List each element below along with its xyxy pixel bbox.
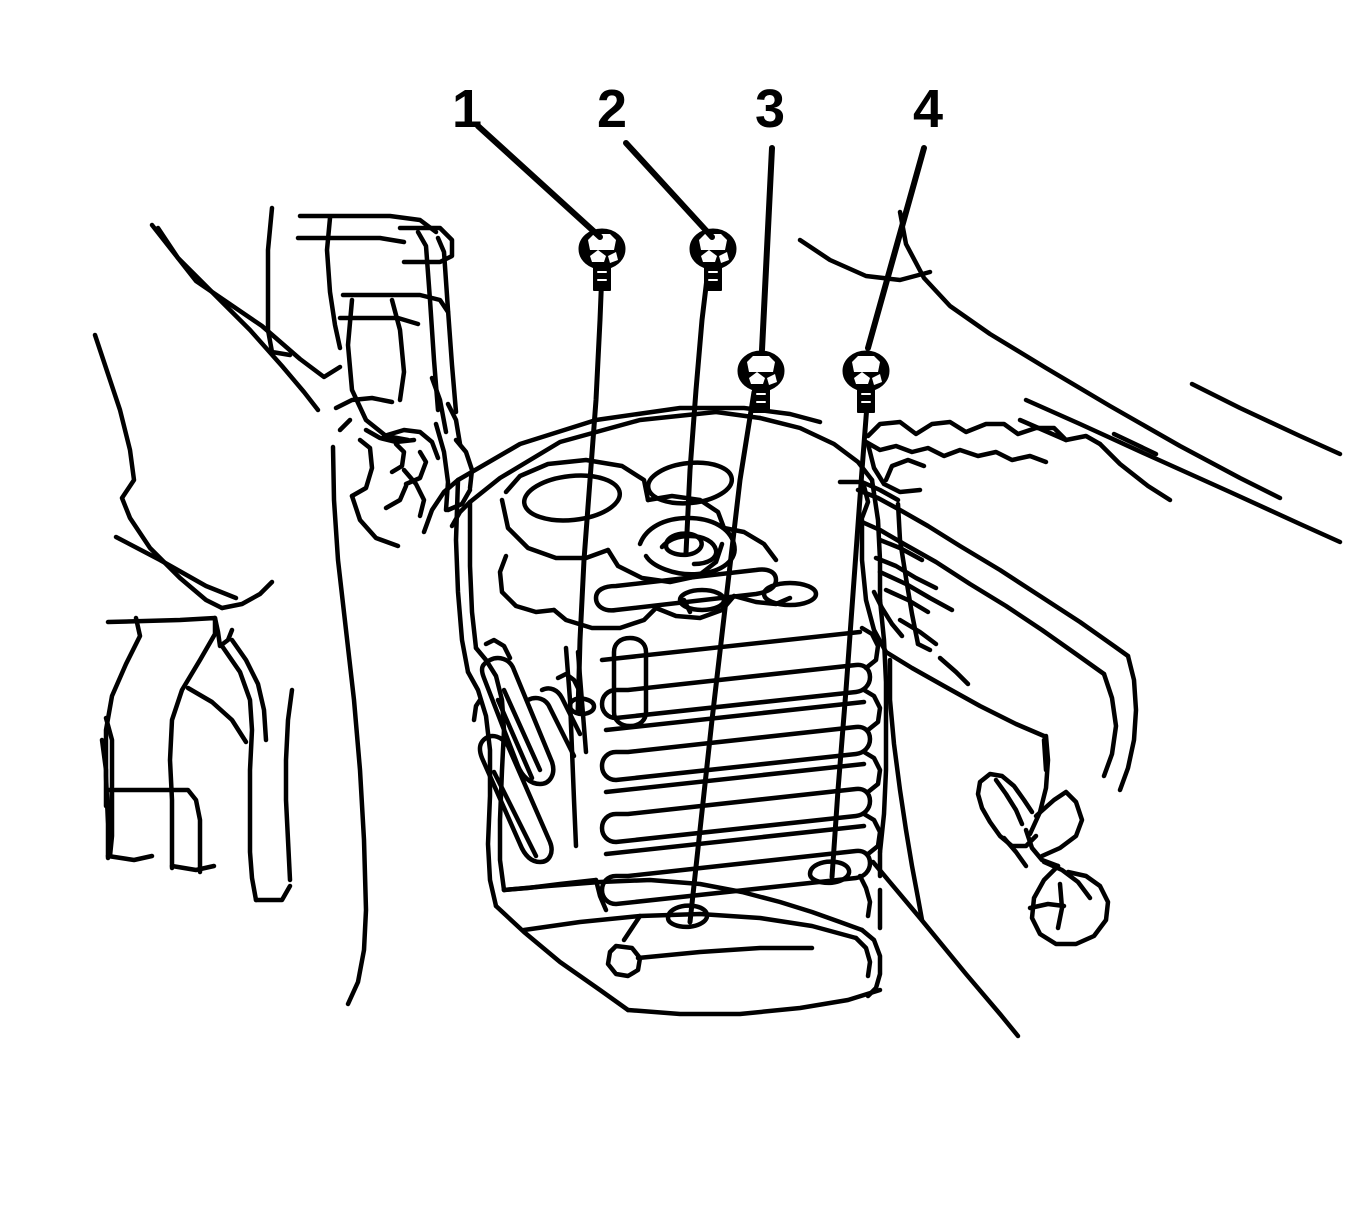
bolt-4 (807, 350, 890, 886)
leader-line-2 (623, 140, 715, 240)
module-left-side-detail (471, 637, 589, 865)
connector-plug (975, 771, 1111, 947)
leader-line-4 (865, 145, 927, 351)
left-body-rail (99, 615, 295, 903)
bolt-2 (663, 228, 737, 558)
callout-leader-lines (475, 123, 927, 353)
leader-line-1 (475, 123, 603, 240)
upper-left-bracket (149, 205, 475, 549)
bolt-3 (665, 350, 785, 930)
callout-label-4: 4 (913, 79, 944, 139)
callout-label-1: 1 (452, 79, 483, 139)
module-top-left-edge (421, 477, 473, 535)
bolt-1 (567, 228, 626, 717)
callout-label-2: 2 (597, 79, 628, 139)
right-bracket-box (837, 419, 1173, 923)
left-lower-curve (330, 444, 369, 1007)
leader-line-3 (759, 145, 775, 353)
left-upper-panel-edge (92, 225, 321, 611)
callout-label-3: 3 (755, 79, 786, 139)
lower-right-edge (870, 859, 1021, 1039)
